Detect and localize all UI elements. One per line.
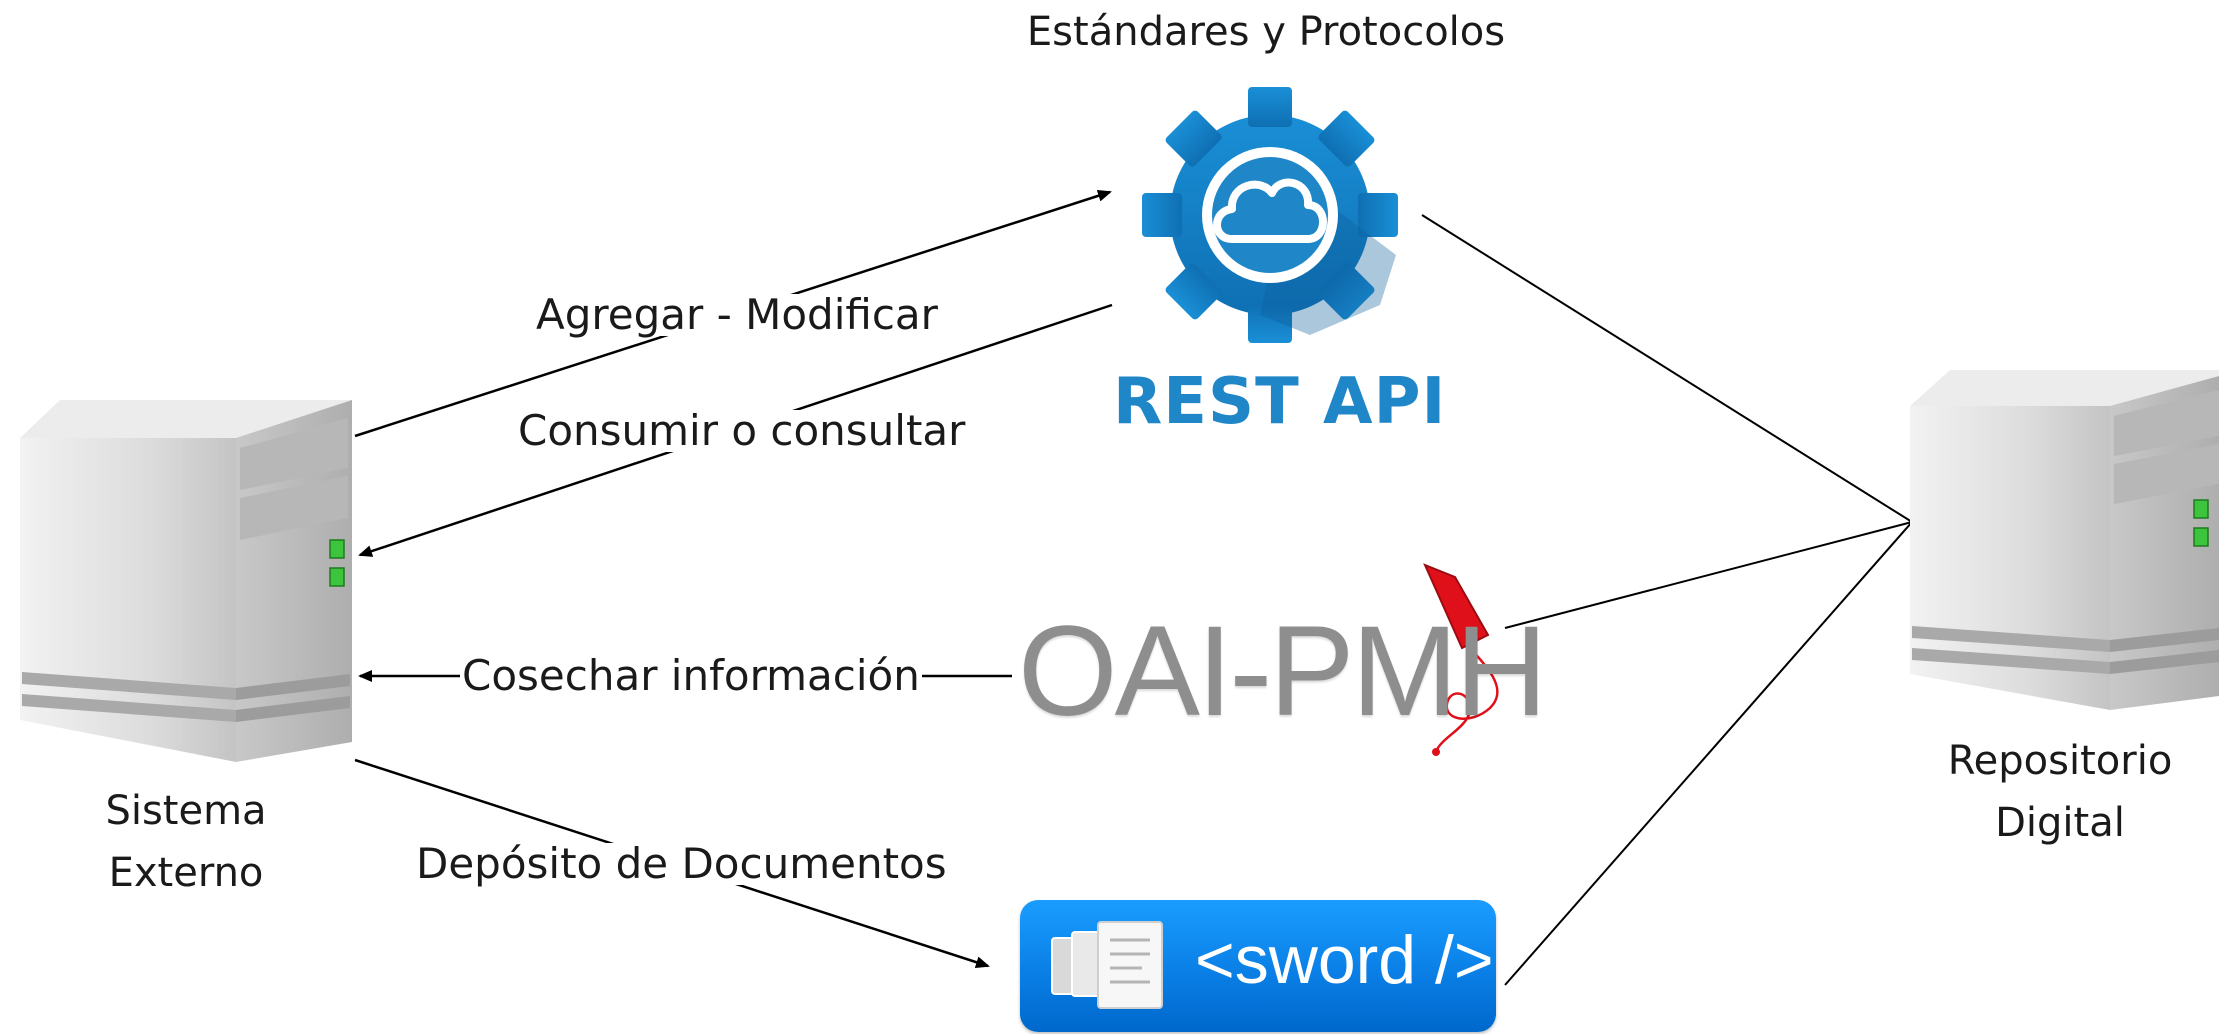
external-system-label-line1: Sistema [105, 788, 267, 834]
repo-links [1421, 214, 1913, 986]
documents-icon [1051, 921, 1163, 1009]
repository-caption: Repositorio Digital [1910, 730, 2210, 854]
external-server-icon [20, 400, 352, 762]
repository-label-line2: Digital [1995, 800, 2125, 846]
edge-label-harvest: Cosechar información [460, 651, 922, 700]
rest-api-logo-text: REST API [1113, 365, 1447, 439]
edge-label-deposit: Depósito de Documentos [414, 839, 949, 888]
kite-icon [1423, 563, 1499, 756]
edge-label-add-modify: Agregar - Modificar [534, 290, 940, 339]
repository-server-icon [1910, 370, 2219, 710]
edge-label-consume: Consumir o consultar [516, 406, 968, 455]
sword-badge: <sword /> [1020, 900, 1496, 1032]
external-system-label-line2: Externo [108, 850, 264, 896]
page-title: Estándares y Protocolos [1024, 9, 1508, 55]
external-system-caption: Sistema Externo [36, 780, 336, 904]
sword-logo-text: <sword /> [1195, 922, 1494, 998]
rest-gear-icon [1142, 87, 1398, 343]
oai-pmh-logo-text: OAI-PMH [1018, 600, 1548, 743]
repository-label-line1: Repositorio [1947, 738, 2173, 784]
